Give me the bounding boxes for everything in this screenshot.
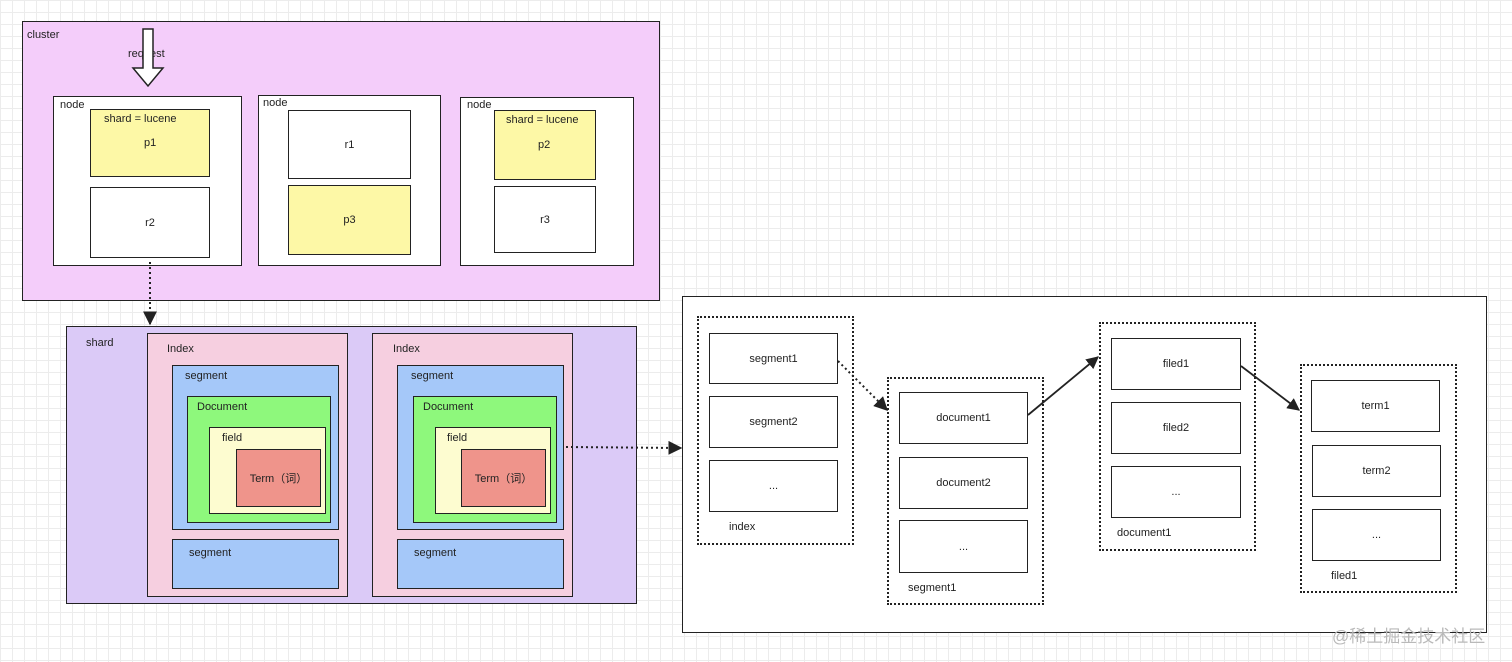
index-group-item-2-label: segment2 bbox=[749, 416, 798, 428]
field-group-item-2: term2 bbox=[1312, 445, 1441, 497]
index-1-segment-2 bbox=[172, 539, 339, 589]
index-2-segment-label: segment bbox=[411, 370, 454, 382]
index-2-label: Index bbox=[393, 343, 420, 355]
document-group-label: document1 bbox=[1117, 527, 1172, 539]
index-1-label: Index bbox=[167, 343, 194, 355]
field-group-item-3-label: ... bbox=[1371, 529, 1382, 541]
index-group-item-1-label: segment1 bbox=[749, 352, 798, 365]
field-group-item-1: term1 bbox=[1311, 380, 1440, 432]
segment-group bbox=[887, 377, 1044, 605]
node-3-shard-p2-label: p2 bbox=[538, 139, 551, 151]
index-group-label: index bbox=[729, 521, 756, 533]
index-1-term: Term（词） bbox=[236, 449, 321, 507]
segment-group-item-2: document2 bbox=[899, 457, 1028, 509]
document-group-item-3: ... bbox=[1111, 466, 1241, 518]
cluster-label: cluster bbox=[27, 29, 60, 41]
node-2-shard-p3-label: p3 bbox=[343, 214, 356, 226]
document-group-item-1-label: filed1 bbox=[1162, 358, 1190, 370]
index-1-segment-2-label: segment bbox=[189, 547, 232, 559]
node-2-shard-r1: r1 bbox=[288, 110, 411, 179]
field-group-item-2-label: term2 bbox=[1362, 465, 1391, 477]
index-group-item-3-label: ... bbox=[768, 480, 779, 492]
index-2-segment-2-label: segment bbox=[414, 547, 457, 559]
index-2-document-label: Document bbox=[423, 401, 474, 413]
node-1-shard-note: shard = lucene bbox=[104, 113, 177, 125]
index-group bbox=[697, 316, 854, 545]
index-1-segment-label: segment bbox=[185, 370, 228, 382]
node-3-shard-r3: r3 bbox=[494, 186, 596, 253]
index-2-segment-2 bbox=[397, 539, 564, 589]
index-group-item-3: ... bbox=[709, 460, 838, 512]
segment-group-item-1: document1 bbox=[899, 392, 1028, 444]
document-group-item-3-label: ... bbox=[1171, 486, 1181, 498]
document-group-item-2-label: filed2 bbox=[1162, 422, 1190, 434]
node-1-shard-r2-label: r2 bbox=[145, 216, 155, 229]
field-group bbox=[1300, 364, 1457, 593]
index-2-term-label: Term（词） bbox=[474, 473, 533, 485]
document-group-item-1: filed1 bbox=[1111, 338, 1241, 390]
field-group-item-1-label: term1 bbox=[1361, 400, 1390, 412]
index-2-term: Term（词） bbox=[461, 449, 546, 507]
node-3-shard-p2 bbox=[494, 110, 596, 180]
node-3-label: node bbox=[467, 99, 492, 111]
document-group bbox=[1099, 322, 1256, 551]
index-1-term-label: Term（词） bbox=[249, 473, 308, 485]
segment-group-item-3: ... bbox=[899, 520, 1028, 573]
field-group-label: filed1 bbox=[1331, 570, 1358, 582]
node-2-label: node bbox=[263, 97, 288, 109]
watermark: @稀土掘金技术社区 bbox=[1332, 627, 1486, 646]
segment-group-item-1-label: document1 bbox=[936, 412, 991, 424]
index-1-field-label: field bbox=[222, 432, 243, 444]
node-2-shard-r1-label: r1 bbox=[344, 138, 355, 151]
index-1-document-label: Document bbox=[197, 401, 248, 413]
node-1-shard-r2: r2 bbox=[90, 187, 210, 258]
request-label: request bbox=[128, 48, 165, 60]
node-1-shard-p1 bbox=[90, 109, 210, 177]
segment-group-label: segment1 bbox=[908, 582, 957, 594]
index-group-item-2: segment2 bbox=[709, 396, 838, 448]
node-1-label: node bbox=[60, 99, 85, 111]
field-group-item-3: ... bbox=[1312, 509, 1441, 561]
segment-group-item-3-label: ... bbox=[958, 540, 969, 553]
node-3-shard-r3-label: r3 bbox=[540, 213, 550, 226]
node-1-shard-p1-label: p1 bbox=[144, 137, 157, 149]
shard-label: shard bbox=[86, 337, 114, 349]
node-3-shard-note: shard = lucene bbox=[506, 114, 579, 126]
segment-group-item-2-label: document2 bbox=[936, 477, 991, 489]
node-2-shard-p3: p3 bbox=[288, 185, 411, 255]
index-group-item-1: segment1 bbox=[709, 333, 838, 384]
document-group-item-2: filed2 bbox=[1111, 402, 1241, 454]
index-2-field-label: field bbox=[447, 432, 468, 444]
